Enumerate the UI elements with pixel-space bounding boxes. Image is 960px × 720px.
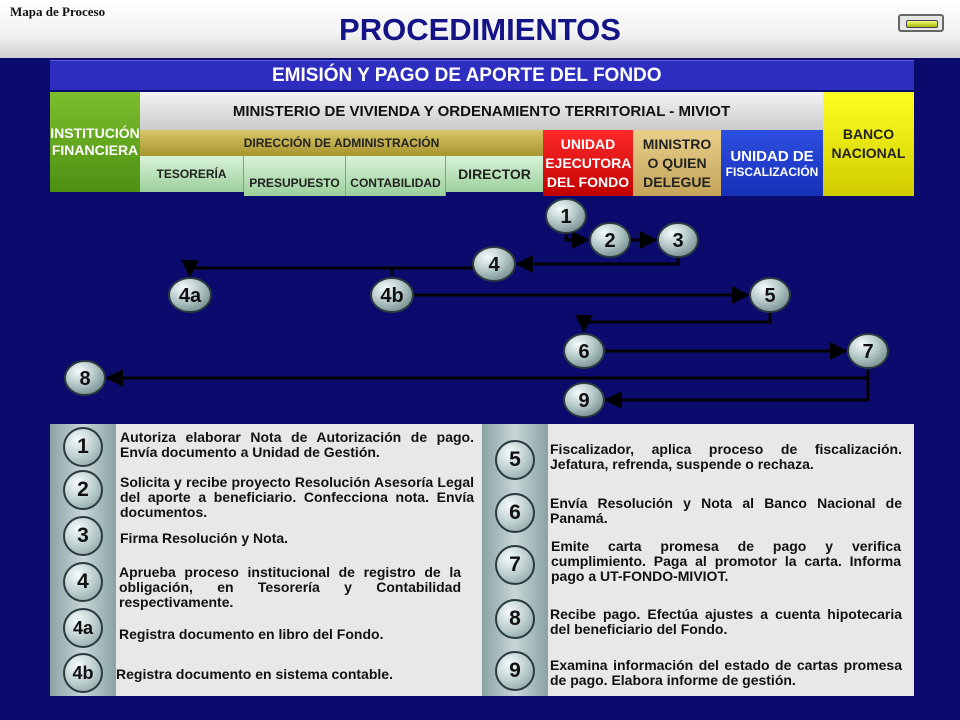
connectors — [105, 231, 870, 409]
lane-unidad-ejecutora: UNIDAD EJECUTORA DEL FONDO — [543, 130, 633, 196]
step-badge-2: 2 — [63, 470, 103, 510]
lane-ministerio-label: MINISTERIO DE VIVIENDA Y ORDENAMIENTO TE… — [232, 102, 731, 120]
step-badge-7: 7 — [495, 545, 535, 585]
lane-director-label: DIRECTOR — [458, 166, 531, 182]
node-6: 6 — [578, 341, 589, 363]
step-badge-1: 1 — [63, 427, 103, 467]
lane-tesoreria-label: TESORERÍA — [156, 167, 227, 181]
step-text-7: Emite carta promesa de pago y verifica c… — [551, 538, 901, 584]
lane-institucion-financiera: INSTITUCIÓN FINANCIERA — [50, 92, 140, 192]
connector-1-2 — [564, 231, 590, 249]
connector-3-4 — [515, 255, 680, 273]
node-8: 8 — [79, 368, 90, 390]
step-badge-4a: 4a — [63, 608, 103, 648]
nav-button[interactable] — [898, 14, 944, 32]
lane-presupuesto: PRESUPUESTO — [244, 156, 346, 196]
step-text-9: Examina información del estado de cartas… — [550, 657, 902, 688]
step-badge-4: 4 — [63, 562, 103, 602]
lane-unidad-fiscalizacion: UNIDAD DE FISCALIZACIÓN — [721, 130, 823, 196]
step-text-8: Recibe pago. Efectúa ajustes a cuenta hi… — [550, 606, 902, 637]
lane-fiscalizacion-label: FISCALIZACIÓN — [725, 164, 819, 179]
node-4b-shape — [370, 277, 414, 313]
lane-institucion-label: INSTITUCIÓN FINANCIERA — [50, 125, 140, 158]
node-8-shape — [64, 360, 106, 396]
lane-unidad-de-label: UNIDAD DE — [730, 147, 814, 165]
node-7: 7 — [862, 341, 873, 363]
node-5-shape — [749, 277, 791, 313]
step-badge-8: 8 — [495, 599, 535, 639]
legend-left-strip — [50, 424, 116, 696]
node-4a-shape — [168, 277, 212, 313]
node-7-shape — [847, 333, 889, 369]
step-text-6: Envía Resolución y Nota al Banco Naciona… — [550, 495, 902, 526]
node-1-shape — [545, 198, 587, 234]
node-9-shape — [563, 382, 605, 418]
lane-contabilidad-label: CONTABILIDAD — [350, 176, 441, 190]
map-label: Mapa de Proceso — [10, 4, 106, 19]
step-badge-4b: 4b — [63, 653, 103, 693]
page-title: PROCEDIMIENTOS — [339, 12, 621, 47]
nav-bar-icon — [906, 20, 938, 28]
step-text-4b: Registra documento en sistema contable. — [116, 666, 393, 682]
lane-direccion-administracion: DIRECCIÓN DE ADMINISTRACIÓN — [140, 130, 543, 156]
connector-7-8 — [105, 369, 870, 387]
node-4b: 4b — [380, 285, 403, 307]
lane-banco-label: BANCO NACIONAL — [831, 126, 906, 161]
node-1: 1 — [560, 206, 571, 228]
lane-unidad-ejecutora-label: UNIDAD EJECUTORA DEL FONDO — [545, 135, 632, 190]
nodes — [64, 198, 889, 418]
node-5: 5 — [764, 285, 775, 307]
node-2: 2 — [604, 230, 615, 252]
connector-5-6 — [575, 313, 772, 333]
step-badge-9: 9 — [495, 651, 535, 691]
node-labels: 1 2 3 4 4a 4b 5 6 7 8 9 — [79, 206, 873, 412]
lane-contabilidad: CONTABILIDAD — [346, 156, 446, 196]
step-badge-3: 3 — [63, 516, 103, 556]
step-badge-5: 5 — [495, 440, 535, 480]
step-text-1: Autoriza elaborar Nota de Autorización d… — [120, 429, 474, 460]
node-6-shape — [563, 333, 605, 369]
lane-ministro-label: MINISTRO O QUIEN DELEGUE — [642, 135, 712, 190]
lane-tesoreria: TESORERÍA — [140, 156, 244, 192]
lane-ministro: MINISTRO O QUIEN DELEGUE — [633, 130, 721, 196]
connector-4-4a — [181, 259, 496, 281]
diagram-subtitle: EMISIÓN Y PAGO DE APORTE DEL FONDO — [50, 60, 914, 90]
step-text-5: Fiscalizador, aplica proceso de fiscaliz… — [550, 441, 902, 472]
lane-direccion-label: DIRECCIÓN DE ADMINISTRACIÓN — [243, 136, 440, 150]
lane-banco-nacional: BANCO NACIONAL — [823, 92, 914, 196]
step-text-4: Aprueba proceso institucional de registr… — [119, 564, 461, 610]
step-text-3: Firma Resolución y Nota. — [120, 530, 289, 546]
step-badge-6: 6 — [495, 493, 535, 533]
step-text-2: Solicita y recibe proyecto Resolución As… — [120, 474, 474, 520]
node-3: 3 — [672, 230, 683, 252]
node-3-shape — [657, 222, 699, 258]
node-4: 4 — [488, 254, 500, 276]
node-2-shape — [589, 222, 631, 258]
step-text-4a: Registra documento en libro del Fondo. — [119, 626, 384, 642]
lane-director: DIRECTOR — [446, 156, 543, 192]
lane-presupuesto-label: PRESUPUESTO — [249, 176, 340, 190]
lane-ministerio: MINISTERIO DE VIVIENDA Y ORDENAMIENTO TE… — [140, 92, 823, 130]
node-9: 9 — [578, 390, 589, 412]
connector-7-9 — [604, 378, 870, 409]
node-4a: 4a — [179, 285, 202, 307]
node-4-shape — [472, 246, 516, 282]
header-bar: Mapa de Proceso PROCEDIMIENTOS — [0, 0, 960, 58]
steps-legend: 1 Autoriza elaborar Nota de Autorización… — [50, 424, 914, 696]
